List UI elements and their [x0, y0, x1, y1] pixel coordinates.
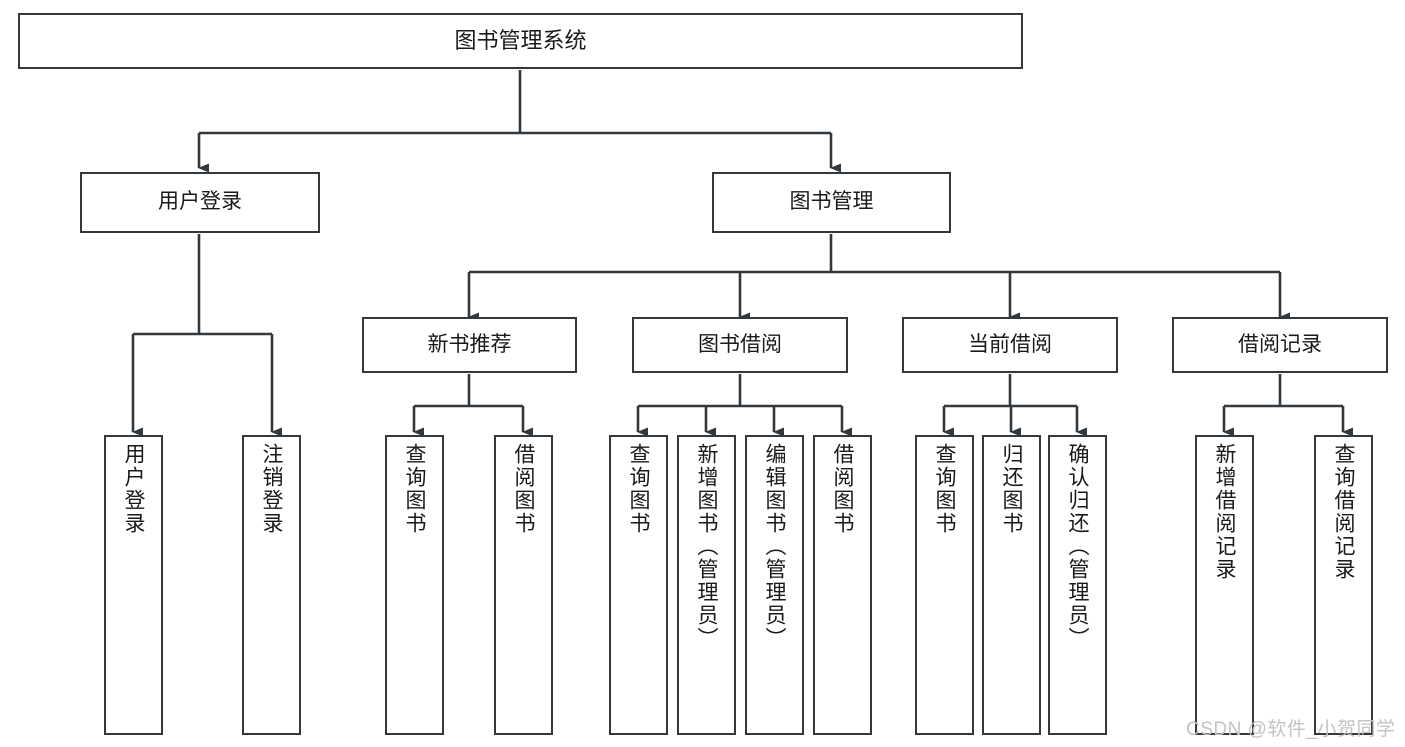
node-label: 当前借阅	[968, 332, 1052, 356]
node-label: 查询借阅记录	[1332, 443, 1355, 581]
node-label: 新增借阅记录	[1213, 443, 1236, 581]
node-label: 新增图书（管理员）	[695, 443, 718, 650]
node-label: 查询图书	[403, 443, 426, 535]
node-leaf-return-book[interactable]: 归还图书	[982, 435, 1041, 735]
node-book-borrow[interactable]: 图书借阅	[632, 317, 848, 373]
node-label: 图书管理系统	[454, 28, 587, 54]
node-label: 编辑图书（管理员）	[763, 443, 786, 650]
node-label: 用户登录	[122, 443, 145, 535]
csdn-watermark: CSDN @软件_小贺同学	[1186, 719, 1396, 740]
node-leaf-user-login[interactable]: 用户登录	[104, 435, 163, 735]
node-user-login[interactable]: 用户登录	[80, 172, 320, 233]
node-leaf-add-book[interactable]: 新增图书（管理员）	[677, 435, 736, 735]
node-label: 注销登录	[260, 443, 283, 535]
node-label: 用户登录	[158, 190, 242, 214]
node-leaf-borrow-book-recommend[interactable]: 借阅图书	[494, 435, 553, 735]
node-borrow-record[interactable]: 借阅记录	[1172, 317, 1388, 373]
node-label: 归还图书	[1000, 443, 1023, 535]
node-label: 查询图书	[933, 443, 956, 535]
node-leaf-query-book-recommend[interactable]: 查询图书	[385, 435, 444, 735]
node-label: 图书管理	[789, 190, 874, 214]
node-new-book-recommend[interactable]: 新书推荐	[362, 317, 577, 373]
node-leaf-query-borrow-record[interactable]: 查询借阅记录	[1314, 435, 1373, 735]
node-leaf-borrow-book[interactable]: 借阅图书	[813, 435, 872, 735]
node-leaf-user-logout[interactable]: 注销登录	[242, 435, 301, 735]
node-leaf-query-book-borrow[interactable]: 查询图书	[609, 435, 668, 735]
node-label: 借阅记录	[1238, 332, 1322, 356]
node-label: 图书借阅	[698, 332, 782, 356]
node-leaf-add-borrow-record[interactable]: 新增借阅记录	[1195, 435, 1254, 735]
node-root-book-management-system[interactable]: 图书管理系统	[18, 13, 1023, 69]
node-label: 借阅图书	[512, 443, 535, 535]
node-label: 借阅图书	[831, 443, 854, 535]
node-label: 新书推荐	[427, 332, 512, 356]
node-leaf-confirm-return[interactable]: 确认归还（管理员）	[1048, 435, 1107, 735]
node-leaf-query-book-current[interactable]: 查询图书	[915, 435, 974, 735]
node-current-borrow[interactable]: 当前借阅	[902, 317, 1118, 373]
node-label: 查询图书	[627, 443, 650, 535]
node-label: 确认归还（管理员）	[1066, 443, 1089, 650]
node-leaf-edit-book[interactable]: 编辑图书（管理员）	[745, 435, 804, 735]
node-book-management[interactable]: 图书管理	[712, 172, 951, 233]
